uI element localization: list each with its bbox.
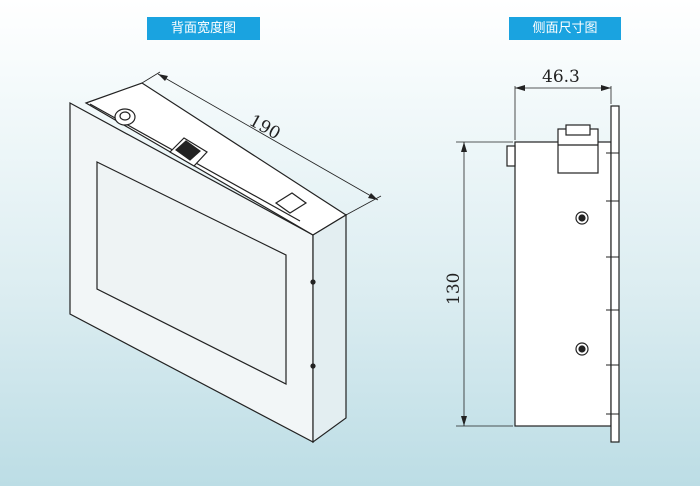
screen-area	[96, 161, 287, 385]
side-body	[514, 141, 612, 427]
port-icon	[274, 192, 308, 214]
side-panel-plate	[610, 105, 620, 443]
power-connector-icon	[114, 108, 136, 126]
side-view-label: 侧面尺寸图	[509, 17, 621, 40]
screw-icon	[310, 279, 316, 285]
width-dimension: 190	[246, 111, 284, 144]
front-view-label: 背面宽度图	[147, 17, 260, 40]
side-view	[456, 85, 620, 443]
side-face	[312, 213, 347, 444]
depth-dimension: 46.3	[542, 67, 580, 87]
isometric-view	[69, 71, 382, 444]
width-dimension-line	[157, 73, 379, 201]
screw-icon	[310, 363, 316, 369]
height-dimension: 130	[444, 273, 464, 305]
side-connector-icon	[557, 128, 599, 174]
